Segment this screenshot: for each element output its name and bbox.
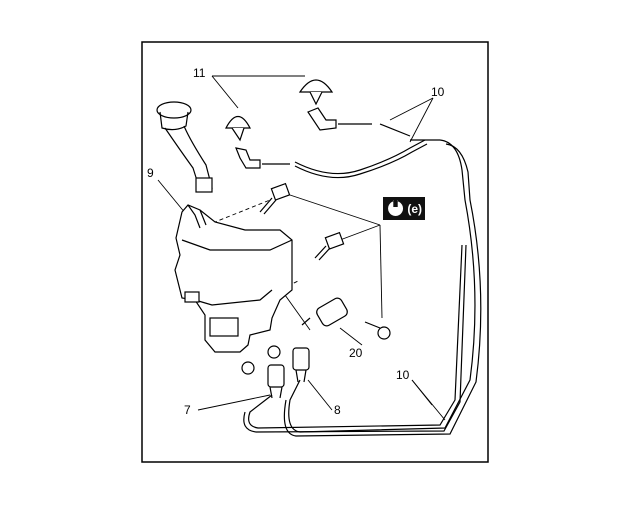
label-reservoir: 9 bbox=[147, 166, 154, 180]
filler-neck bbox=[156, 101, 213, 193]
washer-nozzles bbox=[225, 79, 337, 169]
label-pump-right: 8 bbox=[334, 403, 341, 417]
label-pump-left: 7 bbox=[184, 403, 191, 417]
torque-badge-text: (e) bbox=[407, 201, 422, 216]
washer-hoses bbox=[243, 123, 482, 437]
washer-reservoir bbox=[174, 204, 293, 353]
torque-badge: (e) bbox=[383, 197, 425, 220]
label-hoses-bottom: 10 bbox=[396, 368, 410, 382]
label-sensor: 20 bbox=[349, 346, 363, 360]
label-hoses-top: 10 bbox=[431, 85, 445, 99]
wrench-icon bbox=[388, 200, 404, 216]
bolts bbox=[259, 182, 391, 340]
diagram-frame bbox=[141, 41, 489, 463]
washer-pumps bbox=[241, 345, 310, 399]
level-sensor bbox=[301, 297, 348, 327]
label-nozzles: 11 bbox=[193, 66, 206, 80]
